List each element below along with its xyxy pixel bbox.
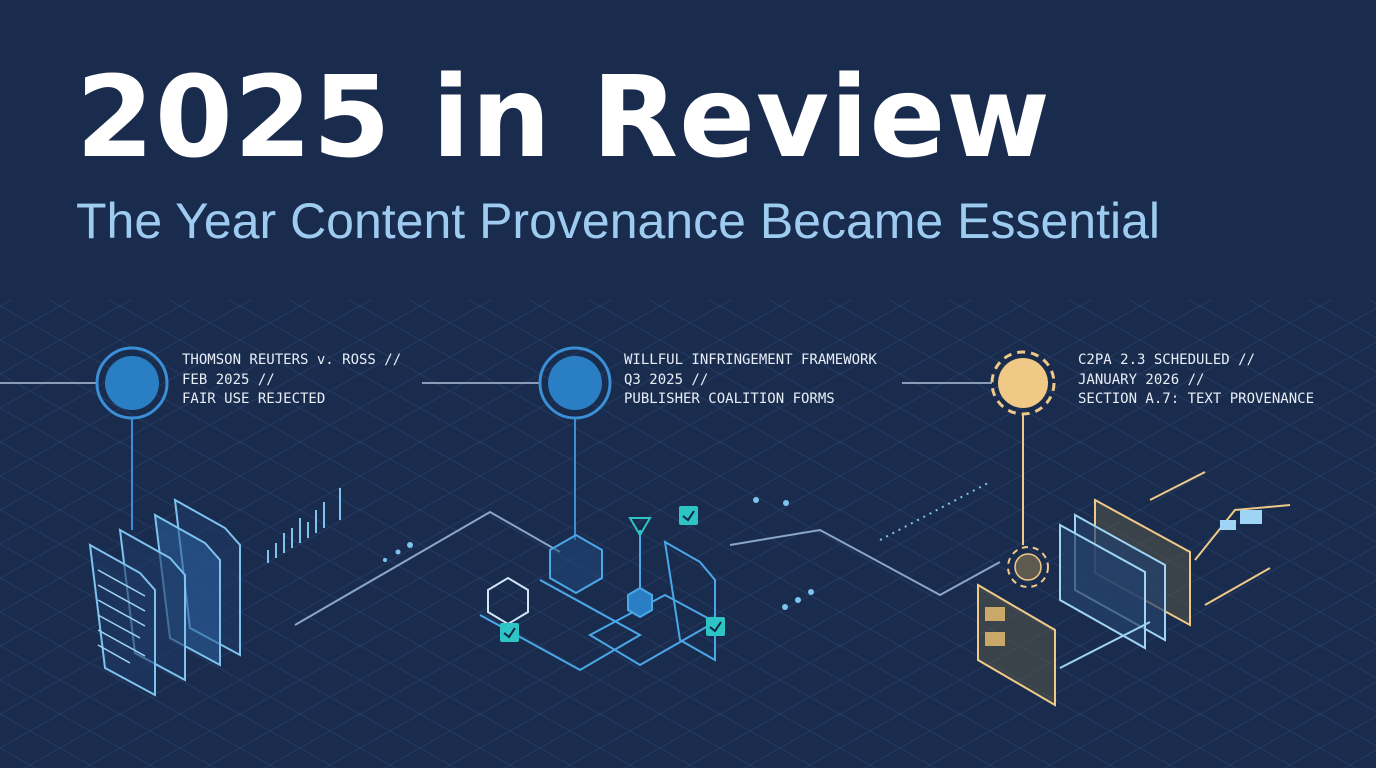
event-date: Q3 2025 // [624, 371, 709, 388]
timeline-event-2: WILLFUL INFRINGEMENT FRAMEWORK Q3 2025 /… [624, 351, 877, 410]
bar-ticks-icon [267, 488, 341, 563]
timeline-event-1: THOMSON REUTERS v. ROSS // FEB 2025 // F… [182, 351, 401, 410]
circuit-line [729, 528, 1001, 597]
event-title: THOMSON REUTERS v. ROSS // [182, 352, 402, 368]
event-date: FEB 2025 // [182, 371, 275, 388]
documents-stack-icon [88, 498, 241, 697]
circuit-line [294, 510, 561, 626]
timeline-node-3 [990, 350, 1056, 588]
event-detail: SECTION A.7: TEXT PROVENANCE [1078, 391, 1315, 407]
timeline-node-1 [95, 346, 169, 530]
page-title: 2025 in Review [76, 53, 1051, 183]
page-subtitle: The Year Content Provenance Became Essen… [76, 193, 1161, 249]
timeline-node-2 [538, 346, 612, 540]
event-detail: PUBLISHER COALITION FORMS [624, 391, 835, 407]
event-date: JANUARY 2026 // [1078, 371, 1205, 388]
layered-panels-icon [977, 471, 1291, 707]
event-title: C2PA 2.3 SCHEDULED // [1078, 352, 1256, 368]
network-cubes-icon [479, 517, 718, 672]
event-detail: FAIR USE REJECTED [182, 391, 326, 407]
dot-trail [383, 497, 814, 610]
timeline-event-3: C2PA 2.3 SCHEDULED // JANUARY 2026 // SE… [1078, 351, 1314, 410]
event-title: WILLFUL INFRINGEMENT FRAMEWORK [624, 352, 877, 368]
checkmark-icon [500, 506, 725, 642]
